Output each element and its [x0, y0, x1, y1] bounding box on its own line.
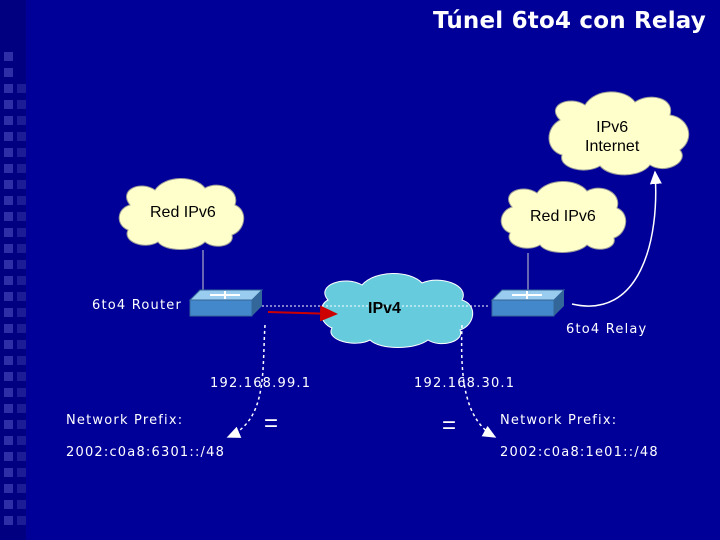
decorative-square — [4, 340, 13, 349]
left-prefix-arrow — [226, 324, 266, 438]
decorative-square — [17, 436, 26, 445]
decorative-square — [4, 500, 13, 509]
decorative-square — [17, 84, 26, 93]
decorative-square — [17, 404, 26, 413]
decorative-square — [4, 356, 13, 365]
decorative-square — [4, 148, 13, 157]
decorative-square — [4, 84, 13, 93]
decorative-square — [17, 180, 26, 189]
right-cloud-label: Red IPv6 — [530, 208, 596, 225]
decorative-square — [4, 164, 13, 173]
decorative-square — [4, 228, 13, 237]
left-ipv6-cloud — [118, 178, 245, 250]
decorative-square — [4, 516, 13, 525]
decorative-square — [17, 212, 26, 221]
left-ip-address: 192.168.99.1 — [210, 376, 312, 391]
decorative-square — [17, 116, 26, 125]
left-router-icon — [188, 289, 264, 317]
decorative-square — [17, 516, 26, 525]
decorative-square — [4, 180, 13, 189]
decorative-square — [17, 324, 26, 333]
decorative-square — [4, 132, 13, 141]
decorative-square — [4, 116, 13, 125]
right-ipv6-cloud — [500, 181, 627, 253]
decorative-square — [4, 372, 13, 381]
decorative-square — [4, 196, 13, 205]
decorative-square — [17, 372, 26, 381]
decorative-square — [17, 148, 26, 157]
relay-to-internet-arrow — [571, 170, 662, 307]
decorative-square — [17, 292, 26, 301]
right-prefix-title: Network Prefix: — [500, 413, 618, 428]
left-prefix-value: 2002:c0a8:6301::/48 — [66, 445, 226, 460]
decorative-square — [4, 308, 13, 317]
decorative-square — [4, 100, 13, 109]
decorative-square — [4, 324, 13, 333]
ipv4-cloud-label: IPv4 — [368, 300, 401, 317]
slide-title: Túnel 6to4 con Relay — [432, 8, 706, 34]
decorative-square — [4, 452, 13, 461]
decorative-square — [17, 356, 26, 365]
right-router-icon — [490, 289, 566, 317]
right-ip-address: 192.168.30.1 — [414, 376, 516, 391]
decorative-square — [17, 196, 26, 205]
decorative-square — [17, 340, 26, 349]
decorative-square — [4, 276, 13, 285]
right-equals-sign: = — [442, 412, 457, 439]
decorative-square — [4, 212, 13, 221]
tunnel-red-arrow — [267, 305, 338, 322]
left-prefix-title: Network Prefix: — [66, 413, 184, 428]
decorative-square — [17, 164, 26, 173]
decorative-square — [17, 228, 26, 237]
decorative-square — [4, 244, 13, 253]
decorative-square — [17, 500, 26, 509]
decorative-square — [17, 308, 26, 317]
decorative-square — [4, 484, 13, 493]
decorative-square — [4, 436, 13, 445]
decorative-square — [4, 260, 13, 269]
decorative-square — [17, 100, 26, 109]
decorative-square — [17, 468, 26, 477]
decorative-square — [4, 388, 13, 397]
decorative-square — [4, 420, 13, 429]
right-router-label: 6to4 Relay — [566, 322, 648, 337]
right-prefix-value: 2002:c0a8:1e01::/48 — [500, 445, 659, 460]
decorative-square — [4, 68, 13, 77]
decorative-square — [4, 52, 13, 61]
decorative-square — [17, 388, 26, 397]
decorative-square — [4, 468, 13, 477]
decorative-square — [17, 244, 26, 253]
decorative-square — [17, 260, 26, 269]
ipv6-internet-cloud — [548, 91, 690, 176]
decorative-square — [4, 404, 13, 413]
left-router-label: 6to4 Router — [92, 298, 183, 313]
decorative-square — [4, 292, 13, 301]
left-cloud-label: Red IPv6 — [150, 204, 216, 221]
decorative-square — [17, 276, 26, 285]
decorative-square — [17, 484, 26, 493]
decorative-square — [17, 132, 26, 141]
left-equals-sign: = — [264, 410, 279, 437]
decorative-square — [17, 452, 26, 461]
decorative-square — [17, 420, 26, 429]
ipv4-cloud — [320, 273, 474, 348]
